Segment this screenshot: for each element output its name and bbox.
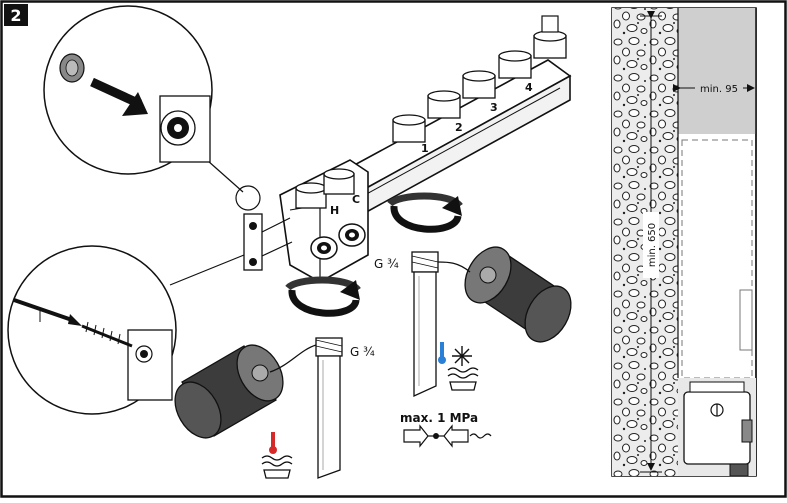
rotate-arrow-left bbox=[285, 276, 361, 317]
detail-callout-screw bbox=[7, 245, 245, 415]
pipe-right bbox=[411, 251, 439, 398]
step-number: 2 bbox=[10, 6, 21, 25]
cold-water-icon bbox=[438, 342, 479, 391]
cold-port-letter: C bbox=[352, 193, 360, 206]
inlet-hot bbox=[310, 236, 338, 260]
cap-mixer bbox=[295, 182, 327, 209]
cap-outlet-4 bbox=[498, 50, 532, 79]
cap-outlet-1 bbox=[392, 114, 426, 143]
filter-left bbox=[174, 344, 317, 439]
pressure-label: max. 1 MPa bbox=[400, 411, 478, 425]
thread-label-right: G ¾ bbox=[374, 257, 399, 271]
rotate-arrow-right bbox=[387, 192, 463, 233]
height-dimension: min. 650 bbox=[640, 11, 662, 473]
detail-callout-cap bbox=[43, 5, 261, 211]
outlet-number-4: 4 bbox=[525, 81, 533, 94]
cap-outlet-2 bbox=[427, 90, 461, 119]
wall-section: min. 95 min. 650 bbox=[611, 7, 757, 477]
cabinet-top bbox=[678, 8, 756, 134]
hot-port-letter: H bbox=[330, 204, 339, 217]
cap-outlet-5 bbox=[533, 15, 567, 59]
hot-water-icon bbox=[261, 432, 293, 479]
width-dimension: min. 95 bbox=[673, 80, 755, 95]
check-valve-icon bbox=[403, 424, 492, 448]
filter-right bbox=[437, 246, 572, 343]
outlet-number-2: 2 bbox=[455, 121, 463, 134]
thread-label-left: G ¾ bbox=[350, 345, 375, 359]
outlet-number-3: 3 bbox=[490, 101, 498, 114]
width-label: min. 95 bbox=[700, 84, 738, 95]
step-badge: 2 bbox=[4, 4, 28, 26]
cap-mixer-2 bbox=[323, 168, 355, 195]
cap-outlet-3 bbox=[462, 70, 496, 99]
height-label: min. 650 bbox=[647, 223, 658, 267]
inlet-cold bbox=[338, 223, 366, 247]
manifold: H C bbox=[243, 15, 572, 283]
mixer-body-section bbox=[683, 381, 753, 477]
outlet-number-1: 1 bbox=[421, 142, 429, 155]
pipe-left bbox=[315, 337, 343, 479]
